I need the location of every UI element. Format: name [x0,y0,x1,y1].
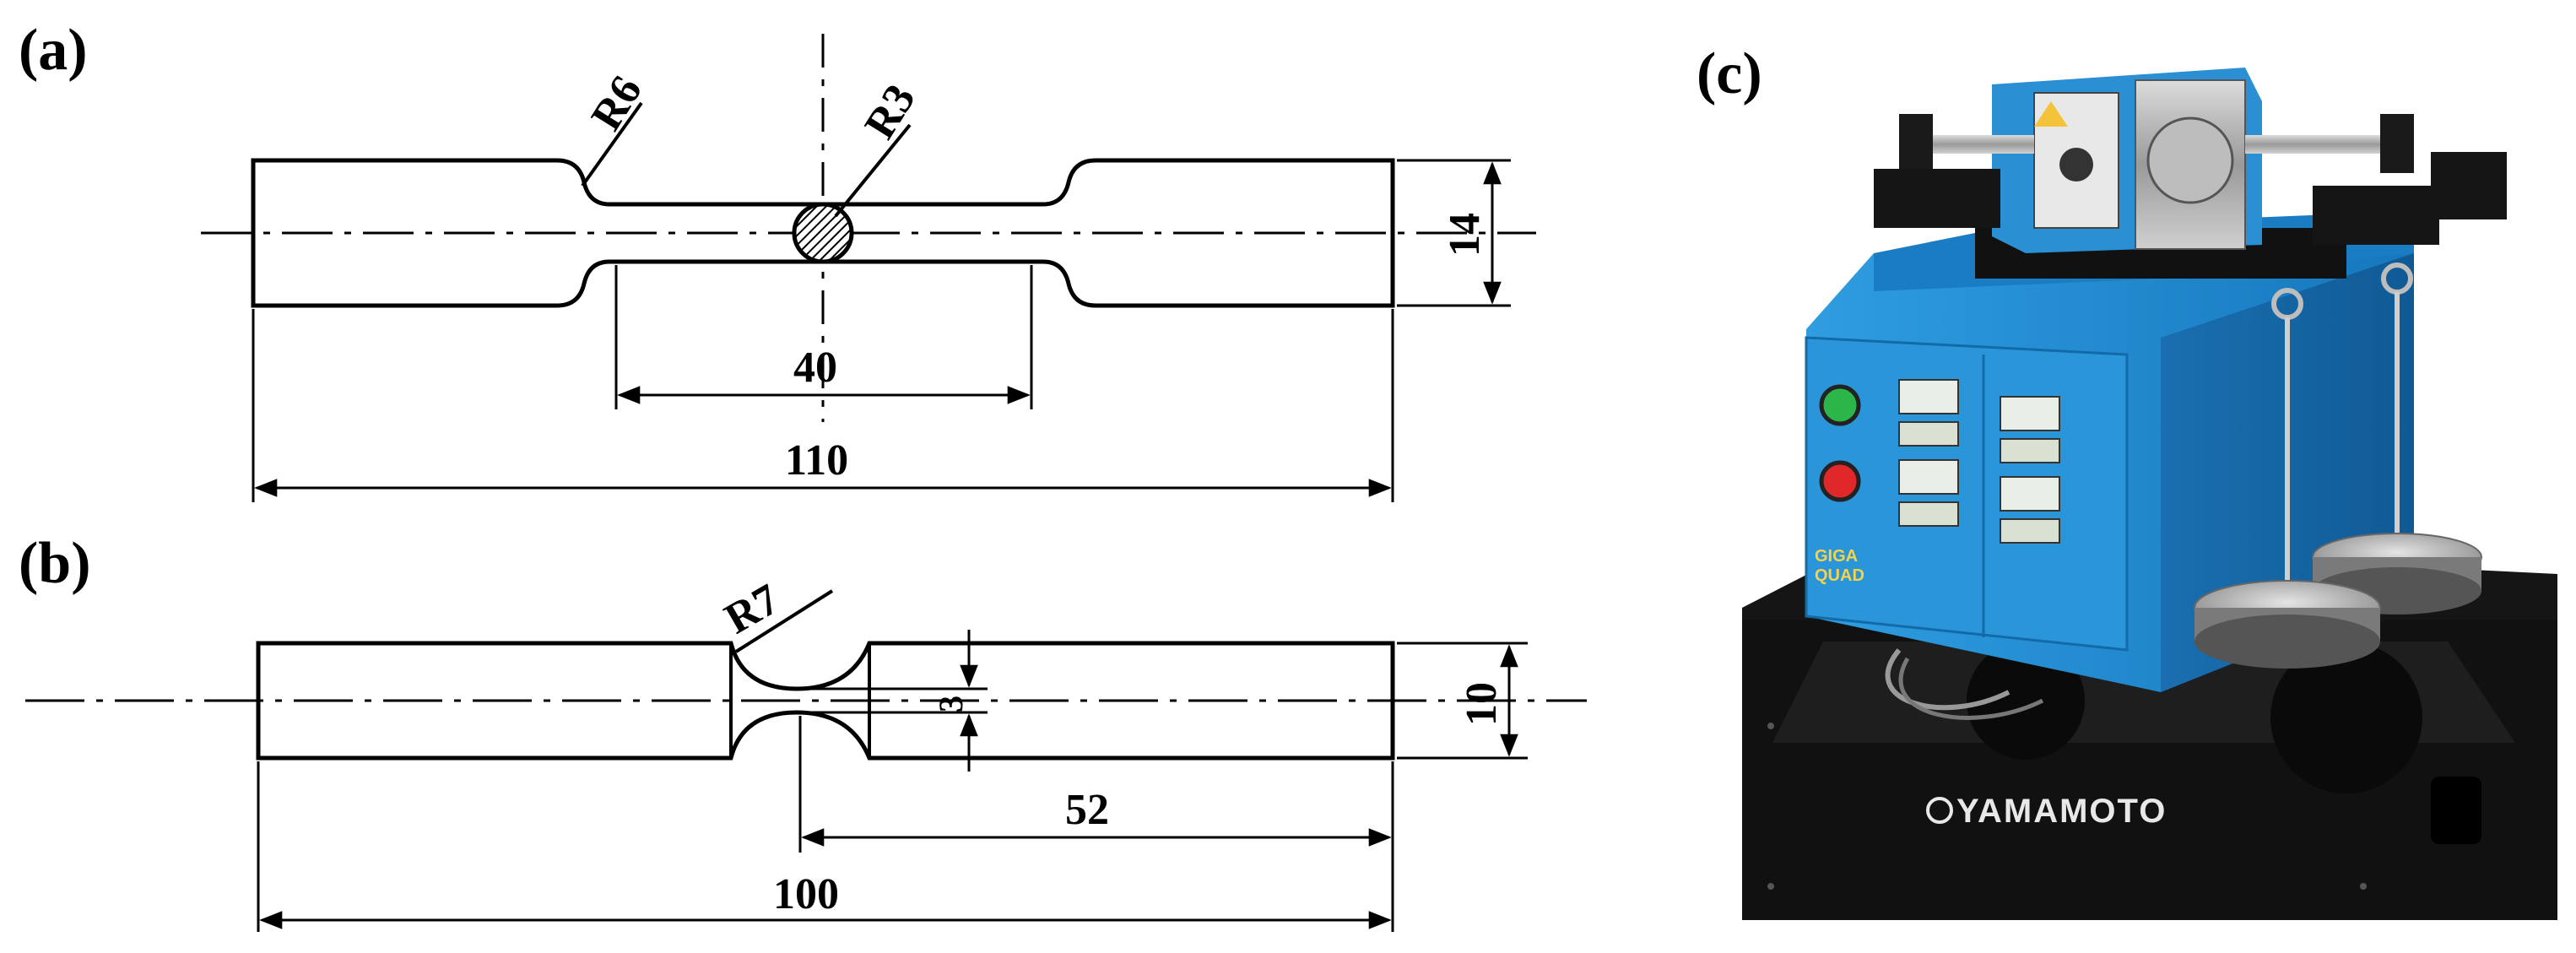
dim100-label: 100 [773,870,839,918]
panel-c: (c) YAMAMOTO [1697,41,2557,920]
counter-display [2000,396,2060,431]
cable [1898,657,2044,720]
hatched-cross-section [792,202,854,264]
dim14-label: 14 [1441,213,1489,257]
brand-logo-icon [1926,797,1953,824]
warning-icon [2034,101,2068,127]
base-screw [1767,723,1774,729]
r3-leader [834,123,912,218]
dim110-label: 110 [785,436,848,485]
panel-b: (b) R7 3 10 52 100 [19,531,1587,932]
counter-display [2000,438,2060,463]
panel-badge-line-1: GIGA [1815,547,1858,566]
dim10-label: 10 [1458,682,1506,726]
fatigue-testing-machine-illustration: YAMAMOTO GIGA QUAD [1742,68,2557,920]
r6-leader [581,101,643,187]
counter-display [1898,459,1959,495]
right-grip [2380,114,2414,173]
dim40-label: 40 [793,344,837,392]
stop-button [1819,460,1861,502]
panel-a: (a) R6 R3 14 40 110 [19,18,1536,502]
left-bearing-block [1874,169,2000,228]
dim3-label: 3 [932,696,970,712]
base-handle [2431,777,2481,844]
dogbone-specimen-outline [251,158,1395,308]
weight-plate-front-bottom [2194,615,2380,669]
r7-leader [734,589,834,653]
r7-label: R7 [717,575,788,643]
panel-b-label: (b) [19,531,91,596]
counter-display [2000,518,2060,544]
counter-display [1898,421,1959,447]
panel-a-label: (a) [19,18,88,83]
spindle-chuck [2146,116,2234,204]
r3-label: R3 [856,76,925,147]
counter-display [2000,476,2060,512]
far-right-bracket [2431,152,2507,219]
brand-name: YAMAMOTO [1956,793,2167,830]
dim52-label: 52 [1065,786,1109,834]
counter-display [1898,379,1959,414]
panel-badge-line-2: QUAD [1815,566,1864,585]
base-hole-left [1967,642,2085,760]
base-hole-right [2270,642,2422,793]
panel-c-label: (c) [1697,41,1762,106]
base-screw [2360,883,2367,890]
r6-label: R6 [582,68,652,138]
warning-symbol [2059,148,2093,181]
left-shaft [1924,135,2034,154]
counter-display [1898,501,1959,527]
notched-specimen-outline [256,641,1395,761]
left-grip [1899,114,1933,173]
right-bearing-block [2313,186,2439,245]
start-button [1819,384,1861,426]
base-screw [1767,883,1774,890]
right-shaft [2245,135,2380,154]
